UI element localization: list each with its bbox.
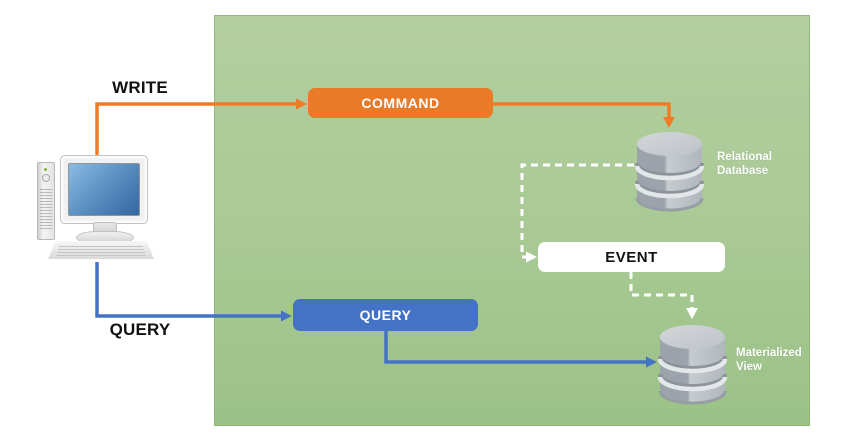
- relational-database-icon: [634, 132, 705, 212]
- query-flow-label: QUERY: [109, 320, 171, 339]
- event-to-view-dashed-arrow: [629, 272, 698, 319]
- materialized-view-label-line1: Materialized: [736, 347, 802, 359]
- tower-vents: [40, 189, 52, 231]
- keyboard-keys: [56, 244, 146, 256]
- computer-monitor: [60, 155, 148, 224]
- query-to-view-arrow: [384, 331, 657, 368]
- materialized-view-icon: [657, 325, 728, 405]
- relational-database-label: Relational Database: [717, 150, 772, 178]
- query-arrow: [95, 262, 292, 322]
- event-node: EVENT: [538, 242, 725, 272]
- materialized-view-label: Materialized View: [736, 346, 802, 374]
- relational-database-label-line2: Database: [717, 165, 769, 177]
- power-led: [44, 168, 47, 171]
- command-node: COMMAND: [308, 88, 493, 118]
- write-flow-label: WRITE: [112, 78, 168, 97]
- monitor-screen: [68, 163, 140, 216]
- computer-tower: [37, 162, 55, 240]
- command-to-db-arrow: [493, 102, 675, 128]
- computer-keyboard: [48, 241, 154, 259]
- relational-database-label-line1: Relational: [717, 151, 772, 163]
- query-node: QUERY: [293, 299, 478, 331]
- write-arrow: [95, 98, 307, 155]
- materialized-view-label-line2: View: [736, 361, 762, 373]
- power-button: [42, 174, 50, 182]
- db-to-event-dashed-arrow: [520, 163, 634, 263]
